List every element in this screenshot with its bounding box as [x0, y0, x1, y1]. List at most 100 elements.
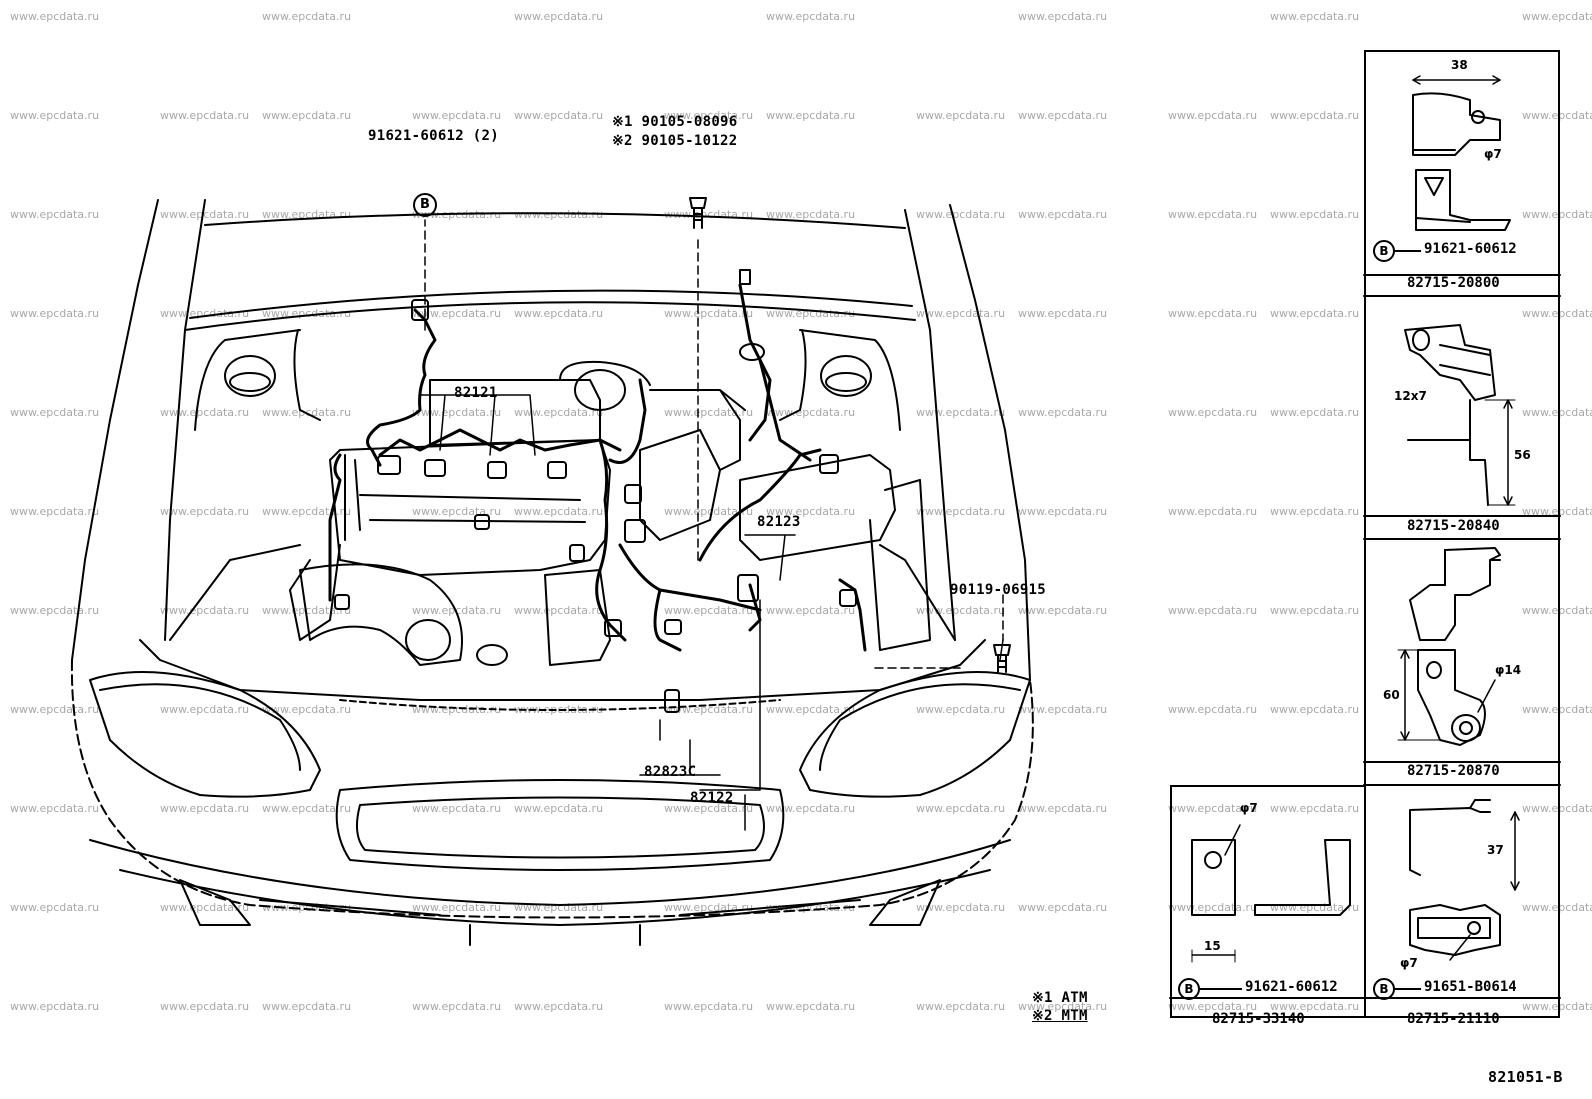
bolt-90119-label: 90119-06915 — [950, 582, 1047, 598]
watermark-text: www.epcdata.ru — [1270, 307, 1360, 320]
watermark-text: www.epcdata.ru — [916, 307, 1006, 320]
legend-atm: ※1 ATM — [1032, 990, 1088, 1006]
watermark-text: www.epcdata.ru — [160, 505, 250, 518]
b-marker: B — [413, 193, 437, 217]
watermark-text: www.epcdata.ru — [262, 802, 352, 815]
watermark-text: www.epcdata.ru — [10, 1000, 100, 1013]
watermark-text: www.epcdata.ru — [514, 307, 604, 320]
watermark-text: www.epcdata.ru — [1522, 109, 1592, 122]
watermark-text: www.epcdata.ru — [10, 10, 100, 23]
watermark-text: www.epcdata.ru — [514, 406, 604, 419]
bolt-label-20800: 91621-60612 — [1424, 241, 1517, 257]
grille — [335, 779, 785, 871]
watermark-text: www.epcdata.ru — [1168, 406, 1258, 419]
watermark-text: www.epcdata.ru — [10, 109, 100, 122]
watermark-text: www.epcdata.ru — [664, 307, 754, 320]
protector-82823c-label: 82823C — [644, 764, 697, 780]
watermark-text: www.epcdata.ru — [262, 505, 352, 518]
watermark-text: www.epcdata.ru — [766, 307, 856, 320]
bolt-icon-top — [689, 197, 707, 229]
watermark-text: www.epcdata.ru — [10, 703, 100, 716]
watermark-text: www.epcdata.ru — [664, 109, 754, 122]
watermark-text: www.epcdata.ru — [1270, 1000, 1360, 1013]
part-label-20800: 82715-20800 — [1407, 275, 1500, 291]
watermark-text: www.epcdata.ru — [10, 604, 100, 617]
watermark-text: www.epcdata.ru — [916, 406, 1006, 419]
part-label-33140: 82715-33140 — [1212, 1011, 1305, 1027]
watermark-text: www.epcdata.ru — [1168, 604, 1258, 617]
watermark-text: www.epcdata.ru — [1522, 505, 1592, 518]
left-headlamp — [89, 671, 321, 798]
watermark-text: www.epcdata.ru — [1270, 505, 1360, 518]
leader-line — [1395, 250, 1421, 252]
dim-phi7-b: φ7 — [1240, 801, 1258, 815]
watermark-text: www.epcdata.ru — [262, 109, 352, 122]
watermark-text: www.epcdata.ru — [1018, 208, 1108, 221]
detail-panel-33140 — [1170, 785, 1366, 1018]
dim-60: 60 — [1383, 688, 1400, 702]
watermark-text: www.epcdata.ru — [412, 109, 502, 122]
watermark-text: www.epcdata.ru — [262, 10, 352, 23]
watermark-text: www.epcdata.ru — [160, 604, 250, 617]
radiator-support — [139, 639, 986, 701]
watermark-text: www.epcdata.ru — [1270, 703, 1360, 716]
b-marker-20800: B — [1373, 240, 1395, 262]
watermark-text: www.epcdata.ru — [1168, 505, 1258, 518]
harness-82121-label: 82121 — [454, 385, 498, 401]
clamp-qty-label: 91621-60612 (2) — [368, 128, 499, 144]
bracket-20870 — [1397, 547, 1501, 746]
harness-82122-label: 82122 — [690, 790, 734, 806]
watermark-text: www.epcdata.ru — [916, 505, 1006, 518]
air-cleaner — [739, 454, 896, 561]
watermark-text: www.epcdata.ru — [916, 802, 1006, 815]
watermark-text: www.epcdata.ru — [1168, 208, 1258, 221]
watermark-text: www.epcdata.ru — [412, 307, 502, 320]
watermark-text: www.epcdata.ru — [1522, 208, 1592, 221]
watermark-text: www.epcdata.ru — [1270, 208, 1360, 221]
watermark-text: www.epcdata.ru — [262, 703, 352, 716]
watermark-text: www.epcdata.ru — [412, 901, 502, 914]
watermark-text: www.epcdata.ru — [1168, 703, 1258, 716]
watermark-text: www.epcdata.ru — [1018, 901, 1108, 914]
watermark-text: www.epcdata.ru — [10, 307, 100, 320]
watermark-text: www.epcdata.ru — [1018, 505, 1108, 518]
harness-82123-label: 82123 — [757, 514, 801, 530]
watermark-text: www.epcdata.ru — [1270, 406, 1360, 419]
watermark-text: www.epcdata.ru — [766, 109, 856, 122]
watermark-text: www.epcdata.ru — [514, 604, 604, 617]
leader-line — [1200, 988, 1242, 990]
bracket-20800 — [1412, 75, 1511, 231]
dim-37: 37 — [1487, 843, 1504, 857]
watermark-text: www.epcdata.ru — [766, 1000, 856, 1013]
watermark-text: www.epcdata.ru — [1168, 1000, 1258, 1013]
watermark-text: www.epcdata.ru — [160, 802, 250, 815]
watermark-text: www.epcdata.ru — [10, 802, 100, 815]
dim-15: 15 — [1204, 939, 1221, 953]
dim-12x7: 12x7 — [1394, 389, 1427, 403]
watermark-text: www.epcdata.ru — [1522, 1000, 1592, 1013]
front-bumper — [70, 659, 1034, 919]
watermark-text: www.epcdata.ru — [1168, 802, 1258, 815]
watermark-text: www.epcdata.ru — [514, 10, 604, 23]
watermark-text: www.epcdata.ru — [262, 1000, 352, 1013]
watermark-text: www.epcdata.ru — [1270, 802, 1360, 815]
watermark-text: www.epcdata.ru — [10, 208, 100, 221]
watermark-text: www.epcdata.ru — [262, 307, 352, 320]
b-marker-33140: B — [1178, 978, 1200, 1000]
watermark-text: www.epcdata.ru — [160, 307, 250, 320]
dim-phi14: φ14 — [1495, 663, 1522, 677]
watermark-text: www.epcdata.ru — [160, 406, 250, 419]
watermark-text: www.epcdata.ru — [1018, 10, 1108, 23]
bolt-atm-label: ※1 90105-08096 — [612, 114, 738, 130]
watermark-text: www.epcdata.ru — [1522, 604, 1592, 617]
watermark-text: www.epcdata.ru — [766, 208, 856, 221]
diagram-code: 821051-B — [1488, 1068, 1563, 1086]
bracket-21110 — [1409, 799, 1520, 961]
watermark-text: www.epcdata.ru — [514, 1000, 604, 1013]
watermark-text: www.epcdata.ru — [412, 802, 502, 815]
watermark-text: www.epcdata.ru — [514, 703, 604, 716]
watermark-text: www.epcdata.ru — [664, 406, 754, 419]
watermark-text: www.epcdata.ru — [1522, 406, 1592, 419]
